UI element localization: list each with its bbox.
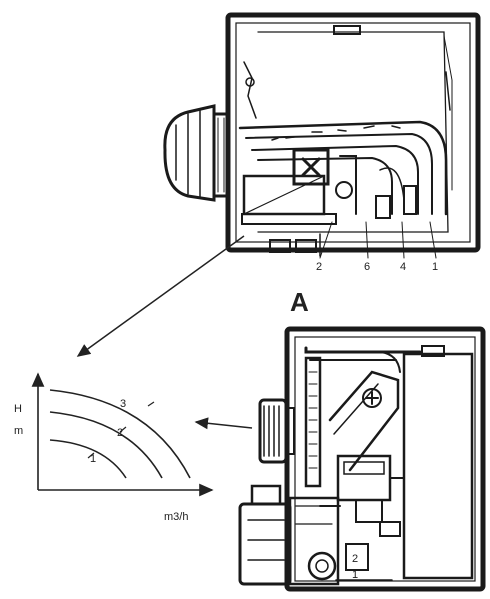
lower-unit bbox=[238, 326, 486, 592]
pointer-arrow-from-lower bbox=[194, 417, 253, 430]
pump-curve-1 bbox=[49, 439, 127, 479]
graph-y-unit: m bbox=[14, 425, 23, 437]
view-label-a: A bbox=[290, 287, 309, 317]
upper-callout: 2 bbox=[316, 261, 322, 273]
lower-callout: 1 bbox=[352, 569, 358, 581]
upper-bottom-connectors bbox=[269, 233, 321, 257]
lower-casing-inner bbox=[294, 336, 476, 582]
upper-casing-inner bbox=[235, 22, 471, 243]
lower-gland bbox=[258, 398, 295, 464]
upper-callout: 1 bbox=[432, 261, 438, 273]
lower-pump-housing bbox=[238, 484, 340, 586]
lower-casing bbox=[284, 326, 486, 592]
upper-top-tab bbox=[333, 25, 361, 35]
graph-y-label: H bbox=[14, 403, 22, 415]
upper-gland bbox=[163, 104, 230, 202]
lower-tank bbox=[402, 352, 474, 580]
curve-label: 2 bbox=[117, 427, 123, 439]
curve-label: 3 bbox=[120, 398, 126, 410]
curve-label: 1 bbox=[90, 453, 96, 465]
lower-callout: 2 bbox=[352, 553, 358, 565]
pump-curve-graph: H m m3/h 1 2 3 bbox=[14, 372, 214, 523]
pump-curve-2 bbox=[49, 411, 163, 479]
upper-callout: 6 bbox=[364, 261, 370, 273]
upper-unit bbox=[163, 12, 481, 259]
pointer-arrow-to-graph bbox=[76, 235, 245, 357]
pump-curve-3 bbox=[49, 389, 191, 479]
graph-x-label: m3/h bbox=[164, 511, 188, 523]
upper-callout: 4 bbox=[400, 261, 406, 273]
upper-pipework bbox=[238, 61, 451, 225]
